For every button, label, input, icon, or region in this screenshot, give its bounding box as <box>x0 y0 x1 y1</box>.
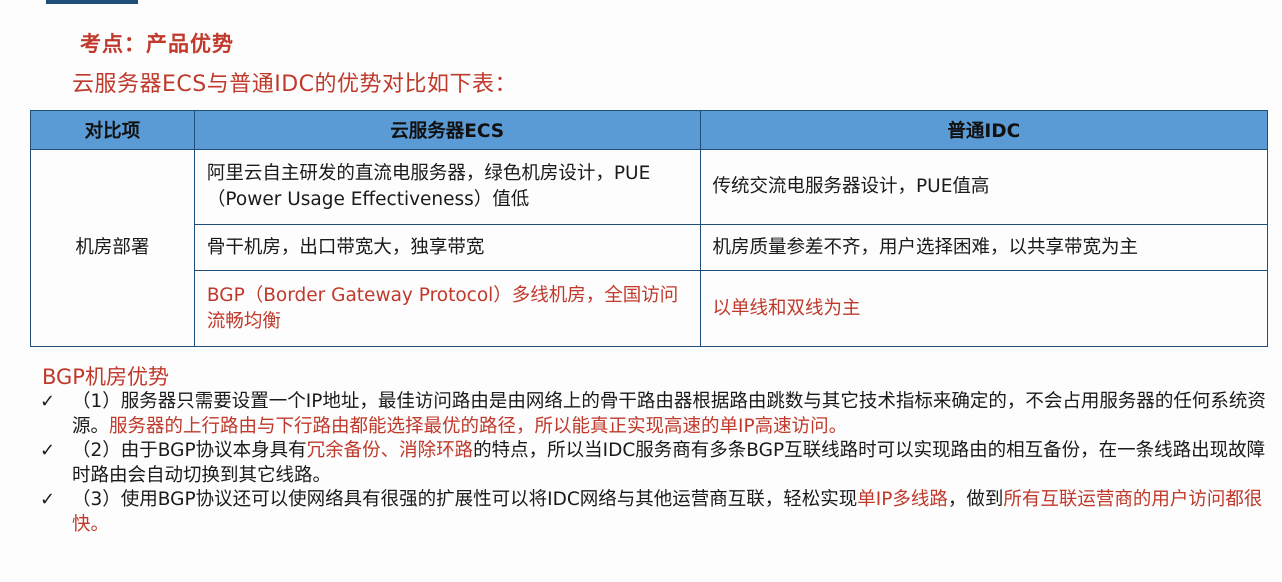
list-item-text: （2）由于BGP协议本身具有冗余备份、消除环路的特点，所以当IDC服务商有多条B… <box>72 439 1270 488</box>
list-item-text: （1）服务器只需要设置一个IP地址，最佳访问路由是由网络上的骨干路由器根据路由跳… <box>72 390 1270 439</box>
comparison-table: 对比项 云服务器ECS 普通IDC 机房部署 阿里云自主研发的直流电服务器，绿色… <box>30 110 1269 347</box>
bgp-advantages-title: BGP机房优势 <box>42 365 169 389</box>
list-item: ✓ （3）使用BGP协议还可以使网络具有很强的扩展性可以将IDC网络与其他运营商… <box>40 488 1270 537</box>
idc-cell: 传统交流电服务器设计，PUE值高 <box>699 149 1269 225</box>
idc-cell: 机房质量参差不齐，用户选择困难，以共享带宽为主 <box>699 224 1269 271</box>
highlight-text: 所有互联运营商的用户访问都很快。 <box>72 489 1263 535</box>
page-subtitle: 云服务器ECS与普通IDC的优势对比如下表： <box>72 72 518 97</box>
row-label-cell: 机房部署 <box>30 149 195 347</box>
bgp-advantages-list: ✓ （1）服务器只需要设置一个IP地址，最佳访问路由是由网络上的骨干路由器根据路… <box>40 390 1270 537</box>
top-accent-bar <box>46 0 138 4</box>
ecs-cell: BGP（Border Gateway Protocol）多线机房，全国访问流畅均… <box>193 270 701 347</box>
highlight-text: 冗余备份、消除环路 <box>306 440 474 461</box>
list-item: ✓ （1）服务器只需要设置一个IP地址，最佳访问路由是由网络上的骨干路由器根据路… <box>40 390 1270 439</box>
text-segment: （2）由于BGP协议本身具有 <box>72 440 307 461</box>
kaodian-heading: 考点：产品优势 <box>80 32 234 56</box>
text-segment: ，做到 <box>947 489 1004 510</box>
table-header-row: 对比项 云服务器ECS 普通IDC <box>30 110 1269 150</box>
highlight-text: 单IP多线路 <box>857 489 948 510</box>
check-icon: ✓ <box>40 489 56 510</box>
table-row: 机房部署 阿里云自主研发的直流电服务器，绿色机房设计，PUE（Power Usa… <box>30 149 1269 347</box>
text-segment: （1）服务器只需要设置一个IP地址，最佳访问路由是由网络上的骨干路由器根据路由跳… <box>72 391 1266 437</box>
idc-cell: 以单线和双线为主 <box>699 270 1269 347</box>
list-item-text: （3）使用BGP协议还可以使网络具有很强的扩展性可以将IDC网络与其他运营商互联… <box>72 488 1270 537</box>
header-cell-idc: 普通IDC <box>699 110 1269 150</box>
text-segment: （3）使用BGP协议还可以使网络具有很强的扩展性可以将IDC网络与其他运营商互联… <box>72 489 858 510</box>
header-cell-item: 对比项 <box>30 110 195 150</box>
text-segment: 的特点，所以当IDC服务商有多条BGP互联线路时可以实现路由的相互备份，在一条线… <box>72 440 1266 486</box>
check-icon: ✓ <box>40 440 56 461</box>
ecs-cell: 阿里云自主研发的直流电服务器，绿色机房设计，PUE（Power Usage Ef… <box>193 149 701 225</box>
table-row: BGP（Border Gateway Protocol）多线机房，全国访问流畅均… <box>31 270 1269 347</box>
check-icon: ✓ <box>40 391 56 412</box>
list-item: ✓ （2）由于BGP协议本身具有冗余备份、消除环路的特点，所以当IDC服务商有多… <box>40 439 1270 488</box>
header-cell-ecs: 云服务器ECS <box>193 110 701 150</box>
highlight-text: 服务器的上行路由与下行路由都能选择最优的路径，所以能真正实现高速的单IP高速访问… <box>109 415 848 437</box>
ecs-cell: 骨干机房，出口带宽大，独享带宽 <box>193 224 701 271</box>
table-row: 骨干机房，出口带宽大，独享带宽 机房质量参差不齐，用户选择困难，以共享带宽为主 <box>31 224 1269 271</box>
